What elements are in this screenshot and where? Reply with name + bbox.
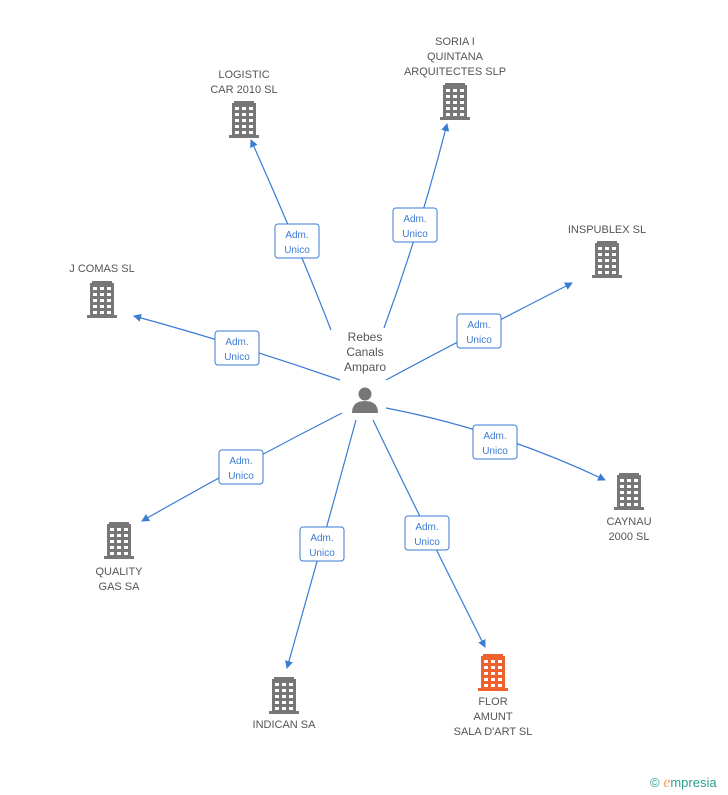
role-box [392, 207, 438, 243]
role-text: Adm. [467, 320, 490, 331]
company-name-line: QUALITY [95, 566, 143, 578]
company-name-line: SALA D'ART SL [454, 726, 533, 738]
company-name-line: QUINTANA [427, 51, 484, 63]
role-badge-soria[interactable]: Adm. Unico [392, 207, 438, 243]
role-text: Adm. [403, 214, 426, 225]
role-badge-caynau[interactable]: Adm. Unico [472, 424, 518, 460]
company-name-line: FLOR [478, 696, 507, 708]
role-badge-flor[interactable]: Adm. Unico [404, 515, 450, 551]
company-name-line: CAR 2010 SL [210, 84, 277, 96]
nodes: LOGISTIC CAR 2010 SL SORIA I QUINTANA ARQUIT… [69, 36, 651, 738]
company-label-quality[interactable]: QUALITY GAS SA [95, 566, 143, 593]
role-badge-logistic[interactable]: Adm. Unico [274, 223, 320, 259]
company-name-line: CAYNAU [606, 516, 651, 528]
company-label-flor[interactable]: FLOR AMUNT SALA D'ART SL [454, 696, 533, 738]
company-name-line: INDICAN SA [253, 719, 317, 731]
edges: Adm.UnicoAdm.UnicoAdm.UnicoAdm.UnicoAdm.… [133, 123, 606, 669]
company-name-line: 2000 SL [609, 531, 650, 543]
role-badge-inspublex[interactable]: Adm. Unico [456, 313, 502, 349]
company-name-line: ARQUITECTES SLP [404, 66, 506, 78]
company-label-caynau[interactable]: CAYNAU 2000 SL [606, 516, 651, 543]
role-box [456, 313, 502, 349]
role-text: Unico [309, 548, 335, 559]
role-badge-indican[interactable]: Adm. Unico [299, 526, 345, 562]
person-name-line: Canals [346, 345, 383, 359]
role-box [274, 223, 320, 259]
company-label-inspublex[interactable]: INSPUBLEX SL [568, 224, 646, 236]
person-name-line: Rebes [348, 330, 383, 344]
role-text: Adm. [310, 533, 333, 544]
building-icon[interactable] [269, 677, 299, 714]
brand-name: mpresia [670, 775, 717, 790]
brand-initial: e [663, 774, 671, 791]
role-text: Unico [228, 471, 254, 482]
company-name-line: LOGISTIC [218, 69, 269, 81]
company-label-soria[interactable]: SORIA I QUINTANA ARQUITECTES SLP [404, 36, 506, 78]
building-icon[interactable] [478, 654, 508, 691]
role-text: Adm. [483, 431, 506, 442]
role-text: Unico [414, 537, 440, 548]
building-icon[interactable] [592, 241, 622, 278]
company-name-line: J COMAS SL [69, 263, 134, 275]
role-text: Adm. [415, 522, 438, 533]
building-icon[interactable] [104, 522, 134, 559]
building-icon[interactable] [614, 473, 644, 510]
company-label-indican[interactable]: INDICAN SA [253, 719, 317, 731]
role-badge-quality[interactable]: Adm. Unico [218, 449, 264, 485]
building-icon[interactable] [229, 101, 259, 138]
company-label-logistic[interactable]: LOGISTIC CAR 2010 SL [210, 69, 277, 96]
building-icon[interactable] [87, 281, 117, 318]
company-label-jcomas[interactable]: J COMAS SL [69, 263, 134, 275]
role-text: Unico [482, 446, 508, 457]
role-text: Unico [402, 229, 428, 240]
role-box [404, 515, 450, 551]
role-badge-jcomas[interactable]: Adm. Unico [214, 330, 260, 366]
copyright-symbol: © [650, 775, 660, 790]
role-text: Adm. [225, 337, 248, 348]
role-text: Unico [466, 335, 492, 346]
role-box [214, 330, 260, 366]
role-text: Unico [224, 352, 250, 363]
role-box [299, 526, 345, 562]
person-name-line: Amparo [344, 360, 386, 374]
company-name-line: INSPUBLEX SL [568, 224, 646, 236]
empresia-watermark: © empresia [650, 774, 717, 792]
role-text: Unico [284, 245, 310, 256]
company-name-line: GAS SA [99, 581, 141, 593]
role-box [218, 449, 264, 485]
company-name-line: SORIA I [435, 36, 475, 48]
role-box [472, 424, 518, 460]
building-icon[interactable] [440, 83, 470, 120]
person-icon [352, 387, 378, 413]
role-text: Adm. [229, 456, 252, 467]
company-name-line: AMUNT [473, 711, 512, 723]
role-text: Adm. [285, 230, 308, 241]
